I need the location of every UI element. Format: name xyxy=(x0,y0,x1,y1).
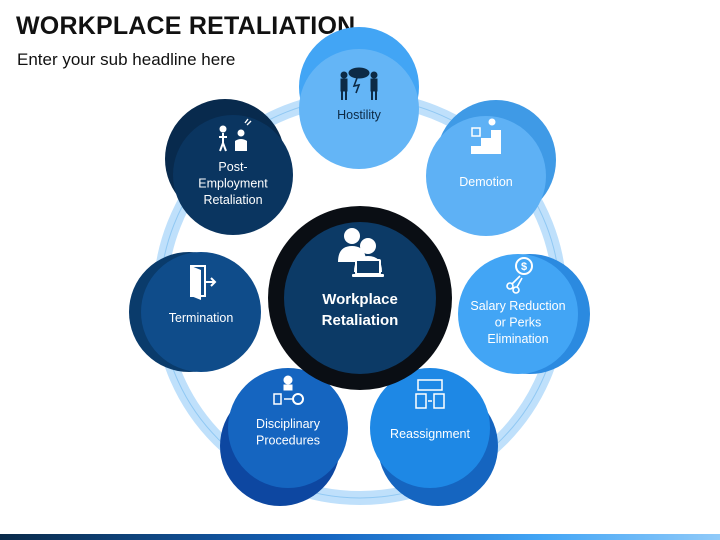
node-label-line: Salary Reduction xyxy=(470,299,565,313)
node-demotion: Demotion xyxy=(426,100,556,236)
node-hostility: Hostility xyxy=(299,27,419,169)
salary-cut-icon: $ xyxy=(506,257,533,294)
node-label-line: Elimination xyxy=(487,332,548,346)
disciplinary-icon xyxy=(273,375,304,405)
reassignment-icon xyxy=(415,379,445,409)
node-label-line: Hostility xyxy=(337,108,382,122)
post-employment-icon xyxy=(219,118,252,152)
node-circle xyxy=(228,368,348,488)
node-circle xyxy=(370,368,490,488)
node-label-line: Demotion xyxy=(459,175,513,189)
node-label-line: Retaliation xyxy=(203,193,262,207)
node-label-line: Procedures xyxy=(256,434,320,448)
node-label-line: Disciplinary xyxy=(256,417,321,431)
node-label-line: Reassignment xyxy=(390,427,470,441)
center-label-line1: Workplace xyxy=(322,291,398,308)
node-label-line: or Perks xyxy=(495,316,542,330)
node-termination: Termination xyxy=(129,252,261,372)
bottom-accent-bar xyxy=(0,534,720,540)
node-label-line: Post- xyxy=(218,160,247,174)
node-circle xyxy=(173,115,293,235)
node-label-line: Termination xyxy=(169,311,234,325)
node-label-line: Employment xyxy=(198,177,268,191)
center-label-line2: Retaliation xyxy=(322,312,399,329)
node-circle xyxy=(299,49,419,169)
demotion-stairs-icon xyxy=(471,118,501,154)
node-reassignment: Reassignment xyxy=(370,368,498,506)
node-circle xyxy=(141,252,261,372)
center-hub: Workplace Retaliation xyxy=(268,206,452,390)
person-at-laptop-icon xyxy=(338,228,384,277)
hostility-icon xyxy=(340,67,378,100)
svg-text:$: $ xyxy=(521,261,527,273)
node-circle xyxy=(458,254,578,374)
page-subtitle: Enter your sub headline here xyxy=(17,50,236,69)
node-circle xyxy=(426,116,546,236)
center-hub-inner xyxy=(284,222,436,374)
termination-door-icon xyxy=(190,265,217,300)
page-title: WORKPLACE RETALIATION xyxy=(16,12,356,40)
